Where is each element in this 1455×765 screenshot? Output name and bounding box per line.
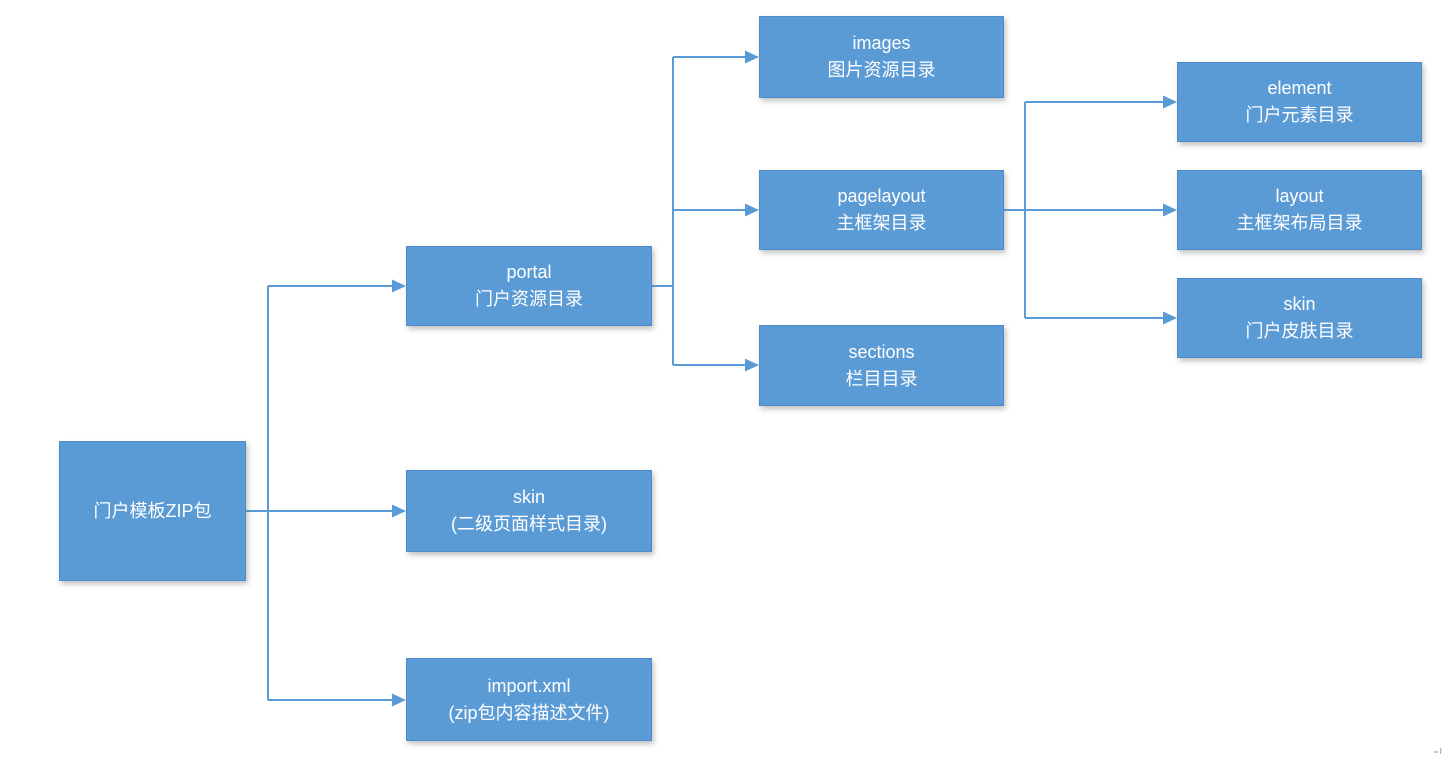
node-sections: sections 栏目目录	[759, 325, 1004, 406]
node-import-xml-subtitle: (zip包内容描述文件)	[448, 702, 610, 723]
node-skin-portal: skin 门户皮肤目录	[1177, 278, 1422, 358]
node-layout-subtitle: 主框架布局目录	[1236, 213, 1363, 233]
arrowhead-sections	[745, 358, 759, 372]
arrowhead-import-xml	[392, 693, 406, 707]
node-skin-level2-subtitle: (二级页面样式目录)	[451, 514, 607, 534]
node-skin-level2: skin (二级页面样式目录)	[406, 470, 652, 552]
arrowhead-element	[1163, 95, 1177, 109]
arrowhead-layout	[1163, 203, 1177, 217]
node-images-subtitle: 图片资源目录	[827, 60, 936, 80]
node-root-label: 门户模板ZIP包	[93, 500, 212, 521]
node-portal-subtitle: 门户资源目录	[475, 289, 583, 309]
node-images: images 图片资源目录	[759, 16, 1004, 98]
node-images-title: images	[852, 33, 911, 53]
node-pagelayout-title: pagelayout	[837, 186, 926, 206]
node-element: element 门户元素目录	[1177, 62, 1422, 142]
node-portal: portal 门户资源目录	[406, 246, 652, 326]
node-layout-title: layout	[1275, 186, 1324, 206]
node-skin-portal-title: skin	[1283, 294, 1316, 314]
node-pagelayout: pagelayout 主框架目录	[759, 170, 1004, 250]
stray-mark	[1434, 747, 1442, 755]
node-sections-title: sections	[848, 341, 915, 362]
node-portal-title: portal	[506, 262, 552, 282]
node-sections-subtitle: 栏目目录	[845, 368, 918, 389]
node-element-title: element	[1267, 78, 1332, 98]
node-skin-portal-subtitle: 门户皮肤目录	[1245, 321, 1354, 341]
node-element-subtitle: 门户元素目录	[1245, 105, 1354, 125]
node-import-xml-title: import.xml	[487, 675, 571, 696]
arrowhead-skin-portal	[1163, 311, 1177, 325]
arrowhead-pagelayout	[745, 203, 759, 217]
arrowhead-portal	[392, 279, 406, 293]
node-root: 门户模板ZIP包	[59, 441, 246, 581]
node-pagelayout-subtitle: 主框架目录	[836, 213, 927, 233]
arrowhead-skin-level2	[392, 504, 406, 518]
node-layout: layout 主框架布局目录	[1177, 170, 1422, 250]
arrowhead-images	[745, 50, 759, 64]
node-skin-level2-title: skin	[512, 487, 545, 507]
node-import-xml: import.xml (zip包内容描述文件)	[406, 658, 652, 741]
